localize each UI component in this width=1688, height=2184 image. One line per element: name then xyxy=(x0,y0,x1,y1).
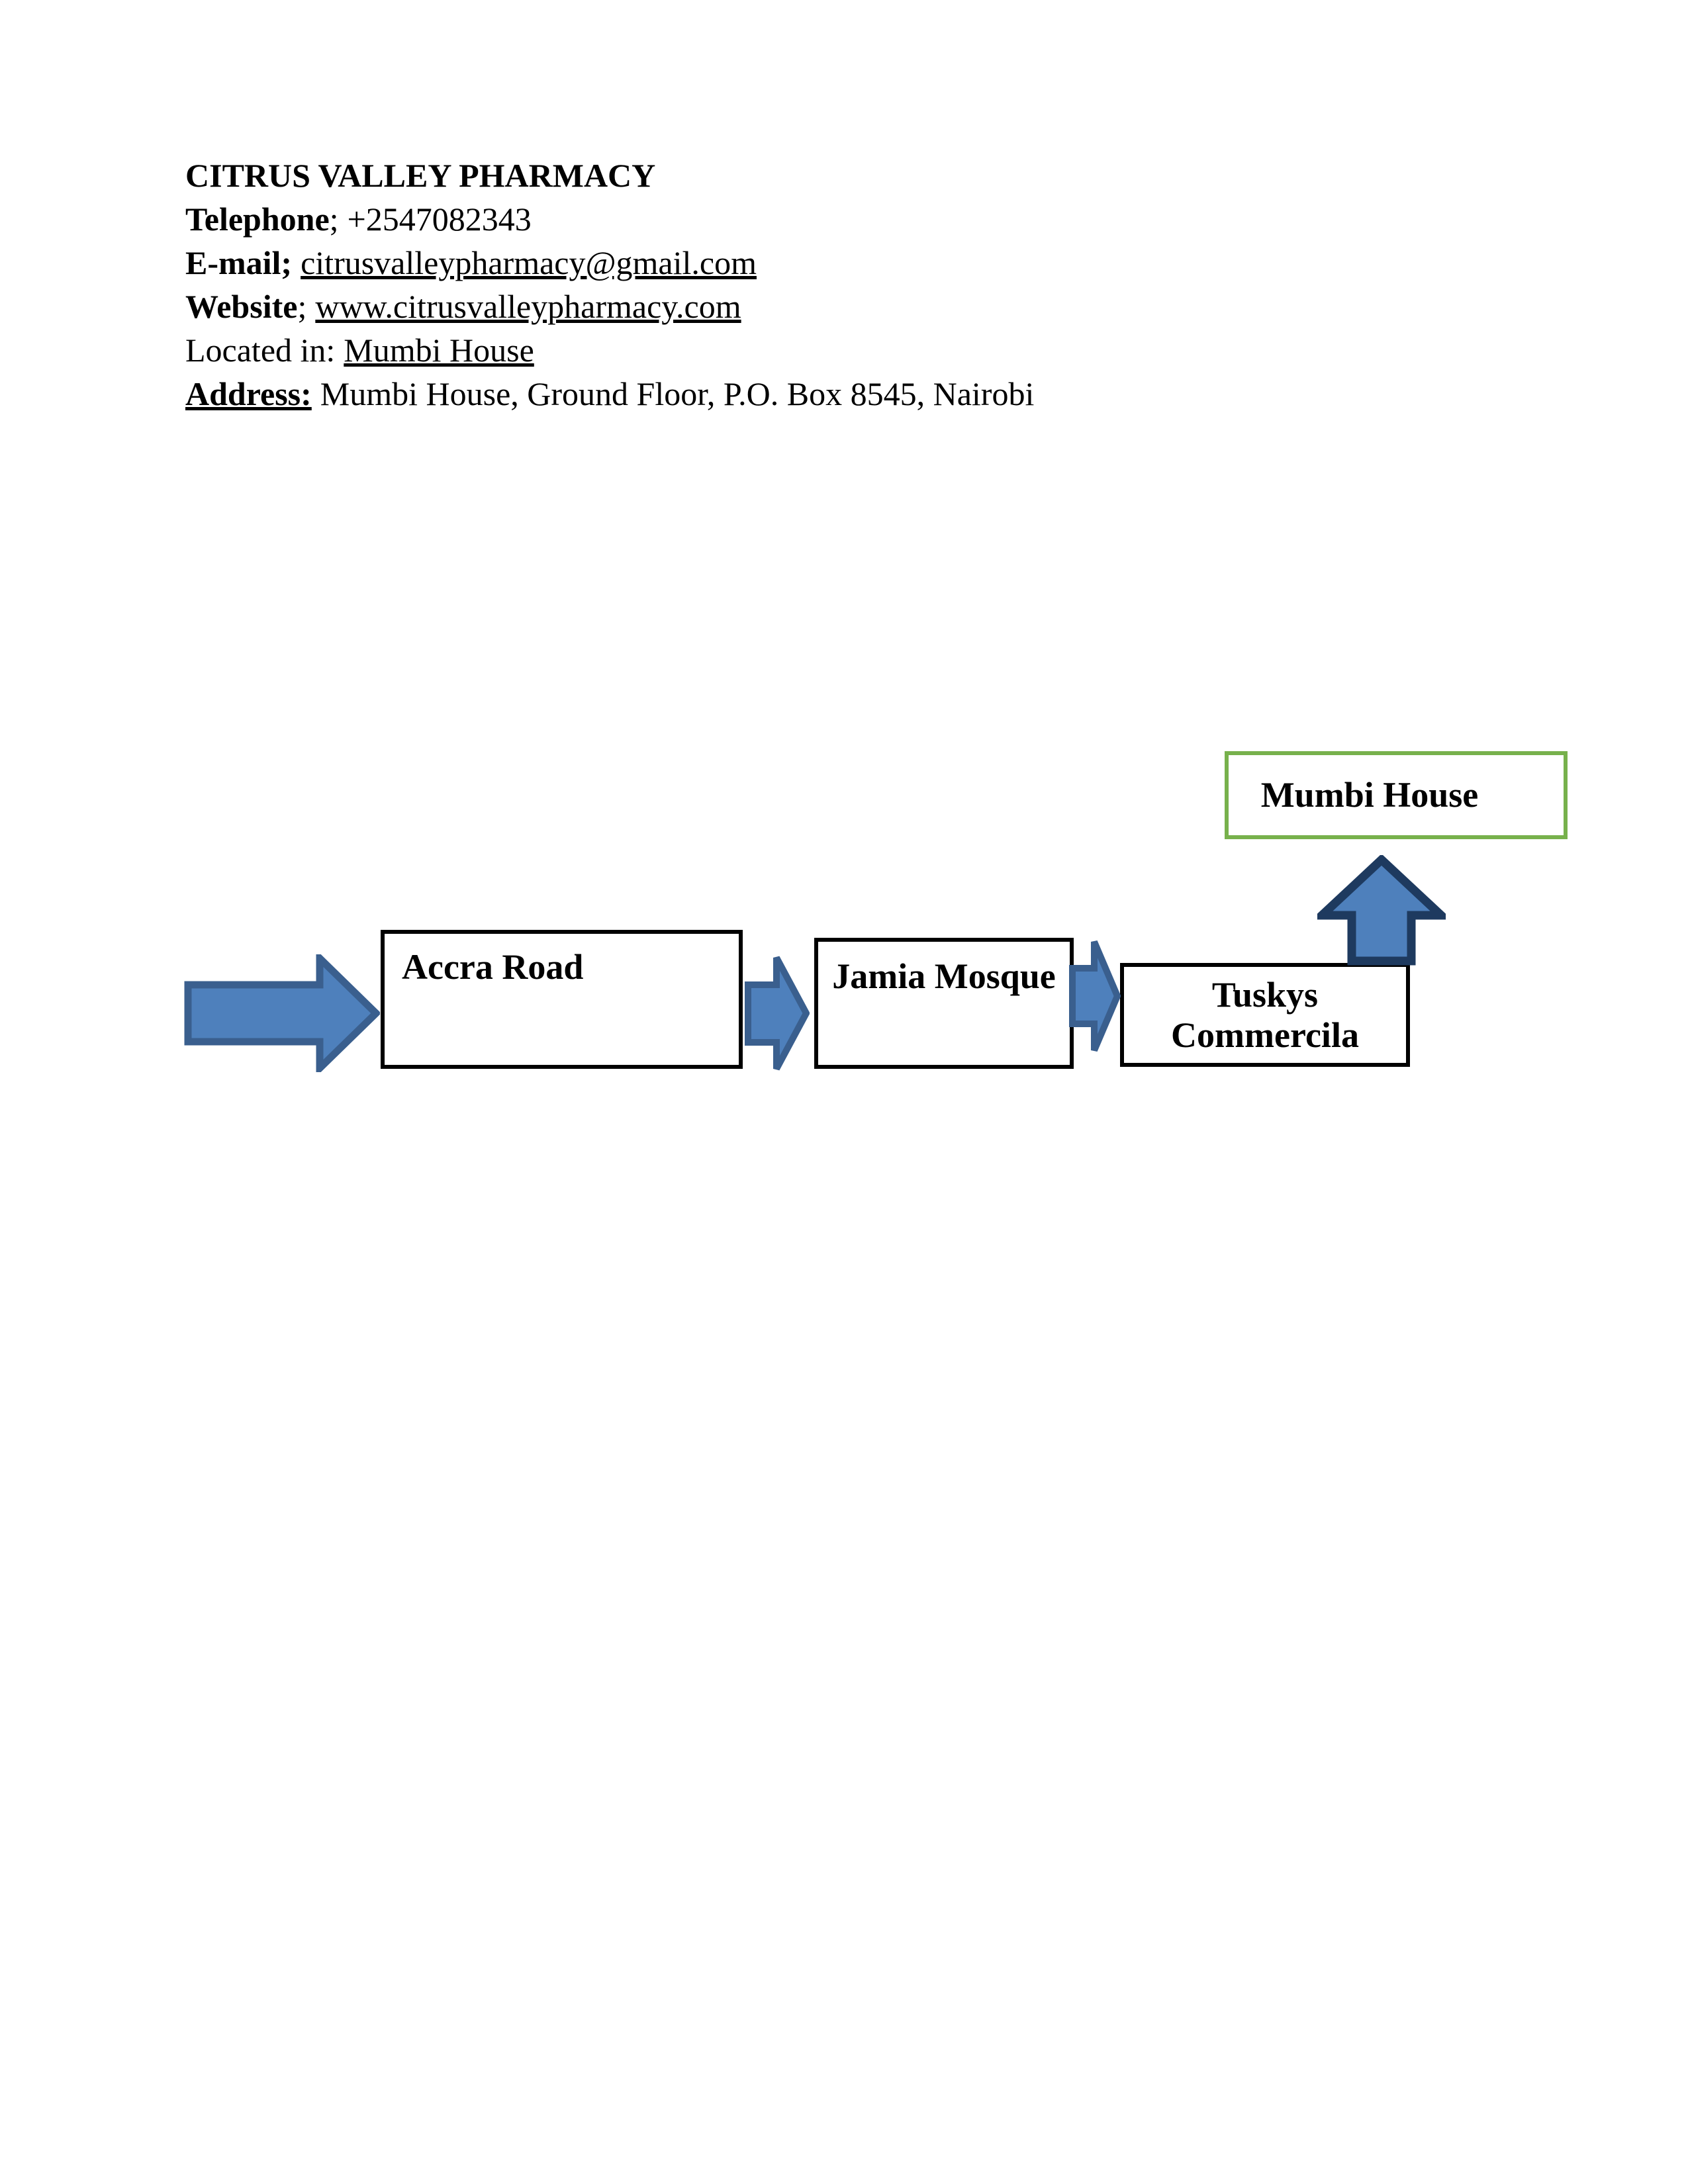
address-value: Mumbi House, Ground Floor, P.O. Box 8545… xyxy=(320,375,1035,412)
diagram-box-mumbi-house: Mumbi House xyxy=(1225,751,1568,839)
located-in-value: Mumbi House xyxy=(344,332,534,369)
email-line: E-mail;citrusvalleypharmacy@gmail.com xyxy=(185,241,1034,285)
telephone-line: Telephone;+2547082343 xyxy=(185,197,1034,241)
diagram-box-tuskys-commercila: Tuskys Commercila xyxy=(1120,963,1410,1067)
right-arrow-small-icon xyxy=(1069,940,1121,1052)
up-arrow-icon xyxy=(1317,855,1446,966)
letterhead: CITRUS VALLEY PHARMACY Telephone;+254708… xyxy=(185,154,1034,416)
diagram-box-accra-road: Accra Road xyxy=(381,930,743,1069)
telephone-number: +2547082343 xyxy=(347,201,532,238)
right-arrow-large-icon xyxy=(184,954,380,1072)
website-line: Website;www.citrusvalleypharmacy.com xyxy=(185,285,1034,328)
website-separator: ; xyxy=(297,288,307,325)
telephone-label: Telephone xyxy=(185,201,330,238)
pharmacy-name: CITRUS VALLEY PHARMACY xyxy=(185,157,656,194)
website-link[interactable]: www.citrusvalleypharmacy.com xyxy=(315,288,741,325)
jamia-mosque-label: Jamia Mosque xyxy=(832,956,1056,996)
mumbi-house-label: Mumbi House xyxy=(1260,775,1479,815)
located-in-label: Located in: xyxy=(185,332,336,369)
address-line: Address:Mumbi House, Ground Floor, P.O. … xyxy=(185,372,1034,416)
right-arrow-small-icon xyxy=(745,956,810,1071)
accra-road-label: Accra Road xyxy=(402,947,584,987)
telephone-separator: ; xyxy=(329,201,339,238)
located-in-line: Located in:Mumbi House xyxy=(185,328,1034,372)
address-label: Address: xyxy=(185,375,312,412)
website-label: Website xyxy=(185,288,298,325)
email-label: E-mail; xyxy=(185,244,293,281)
email-link[interactable]: citrusvalleypharmacy@gmail.com xyxy=(301,244,757,281)
tuskys-commercila-label: Tuskys Commercila xyxy=(1171,975,1359,1055)
diagram-box-jamia-mosque: Jamia Mosque xyxy=(814,938,1074,1069)
